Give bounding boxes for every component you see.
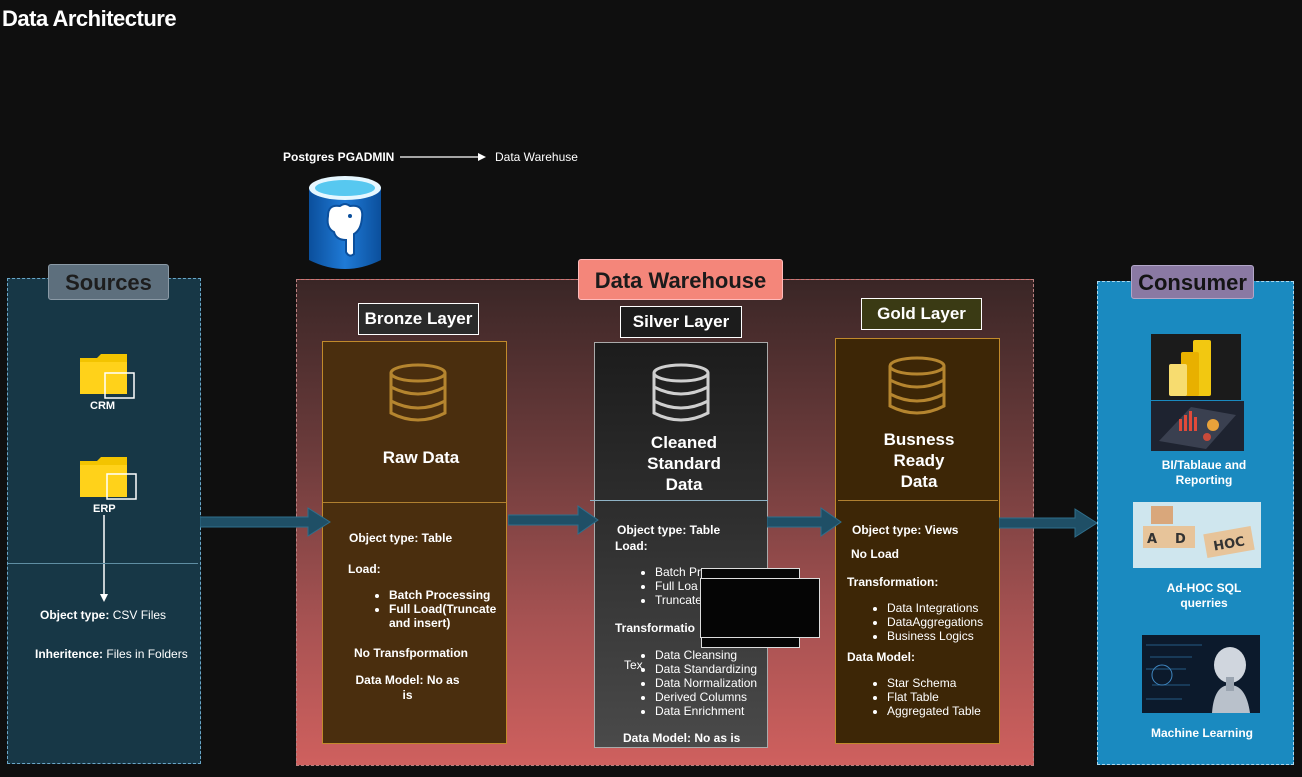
list-item: Data Enrichment — [655, 704, 770, 718]
list-item: Derived Columns — [655, 690, 770, 704]
list-item: Data Integrations — [887, 601, 997, 615]
object-type-info: Object type: CSV Files — [40, 608, 167, 622]
bronze-heading: Raw Data — [382, 448, 460, 467]
list-item: DataAggregations — [887, 615, 997, 629]
silver-load-label: Load: — [615, 539, 648, 553]
list-item: Data Normalization — [655, 676, 770, 690]
flow-arrow-icon — [200, 507, 331, 537]
pipeline-source-label: Postgres PGADMIN — [283, 150, 395, 164]
list-item: Data Standardizing — [655, 662, 770, 676]
silver-layer-box — [594, 342, 768, 748]
list-item: Full Load(Truncate and insert) — [389, 602, 504, 630]
sources-divider — [8, 563, 198, 564]
gold-load: No Load — [851, 547, 899, 561]
reporting-dashboard-icon — [1151, 401, 1244, 451]
consumer-label-adhoc: Ad-HOC SQL querries — [1166, 581, 1242, 610]
bronze-object-type: Object type: Table — [349, 531, 453, 545]
adhoc-blocks-icon: A D HOC — [1133, 502, 1261, 568]
inheritence-info: Inheritence: Files in Folders — [35, 647, 188, 661]
gold-data-model-label: Data Model: — [847, 650, 916, 664]
bronze-load-list: Batch Processing Full Load(Truncate and … — [389, 588, 504, 630]
list-item: Batch Processing — [389, 588, 504, 602]
gold-object-type: Object type: Views — [852, 523, 959, 537]
redaction-box — [700, 578, 820, 638]
gold-data-model-list: Star Schema Flat Table Aggregated Table — [887, 676, 997, 718]
svg-text:HOC: HOC — [1212, 534, 1246, 554]
bronze-transformation: No Transfpormation — [354, 646, 469, 660]
silver-data-model: Data Model: No as is — [623, 731, 741, 745]
list-item: Full Loa — [655, 579, 765, 593]
sources-header: Sources — [48, 264, 169, 300]
down-arrow-icon — [100, 515, 108, 602]
list-item: Flat Table — [887, 690, 997, 704]
list-item: Aggregated Table — [887, 704, 997, 718]
consumer-label-ml: Machine Learning — [1150, 726, 1254, 740]
pipeline-arrow — [400, 153, 486, 161]
gold-transformation-label: Transformation: — [847, 575, 939, 589]
svg-text:D: D — [1175, 532, 1186, 547]
silver-object-type: Object type: Table — [617, 523, 721, 537]
database-icon — [888, 356, 946, 415]
consumer-header: Consumer — [1131, 265, 1254, 299]
folder-icon — [80, 457, 137, 500]
bronze-load-label: Load: — [348, 562, 381, 576]
silver-transformation-label: Transformatio — [615, 621, 696, 635]
database-icon — [652, 363, 710, 422]
gold-transformation-list: Data Integrations DataAggregations Busin… — [887, 601, 997, 643]
gold-layer-box — [835, 338, 1000, 744]
flow-arrow-icon — [508, 505, 599, 535]
list-item: Star Schema — [887, 676, 997, 690]
silver-layer-title: Silver Layer — [620, 306, 742, 338]
bronze-data-model: Data Model: No as is — [355, 673, 460, 702]
silver-stray-text: Tex — [624, 658, 643, 672]
svg-text:A: A — [1147, 532, 1157, 547]
folder-icon — [80, 354, 135, 399]
source-label-crm: CRM — [90, 400, 116, 412]
pipeline-target-label: Data Warehuse — [495, 150, 578, 164]
database-icon — [389, 363, 447, 422]
bronze-layer-title: Bronze Layer — [358, 303, 479, 335]
list-item: Data Cleansing — [655, 648, 770, 662]
list-item: Business Logics — [887, 629, 997, 643]
bronze-divider — [323, 502, 506, 503]
page-title: Data Architecture — [2, 6, 177, 31]
powerbi-icon — [1151, 334, 1241, 400]
data-warehouse-header: Data Warehouse — [578, 259, 783, 300]
list-item: Truncate — [655, 593, 765, 607]
flow-arrow-icon — [999, 508, 1098, 538]
machine-learning-icon — [1142, 635, 1260, 713]
source-label-erp: ERP — [93, 503, 116, 515]
silver-heading: Cleaned Standard Data — [647, 433, 721, 494]
gold-divider — [838, 500, 998, 501]
consumer-label-bi: BI/Tablaue and Reporting — [1161, 458, 1247, 487]
gold-layer-title: Gold Layer — [861, 298, 982, 330]
gold-heading: Busness Ready Data — [883, 430, 955, 491]
postgres-database-icon — [309, 176, 381, 269]
silver-divider — [590, 500, 768, 501]
silver-transformation-list: Data Cleansing Data Standardizing Data N… — [655, 648, 770, 718]
flow-arrow-icon — [767, 507, 842, 537]
